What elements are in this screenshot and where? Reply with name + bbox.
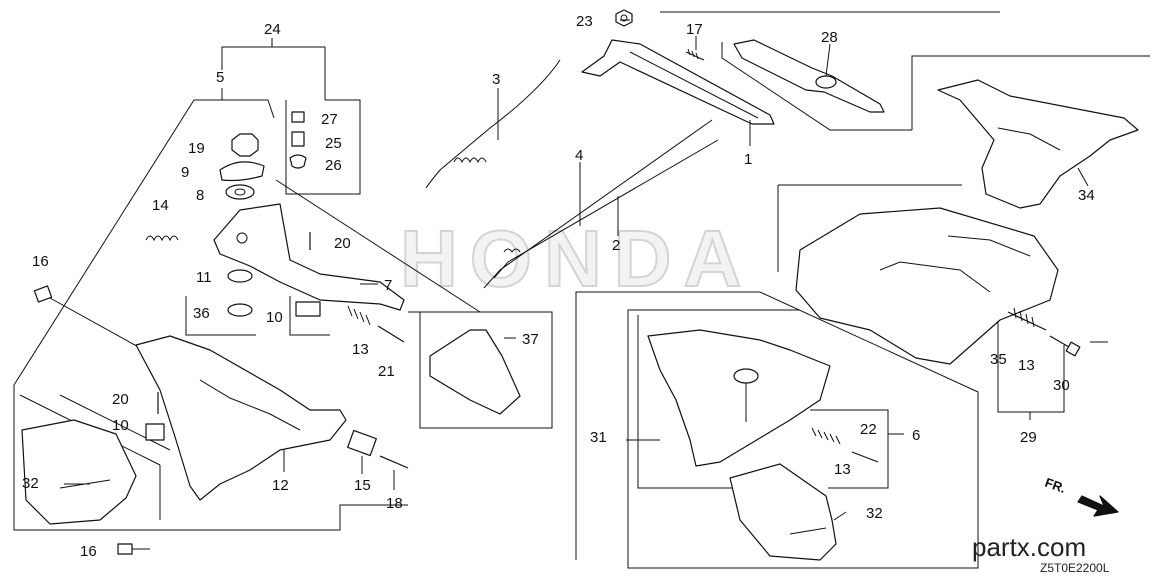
front-direction-indicator: FR. xyxy=(1043,475,1119,517)
callout-24: 24 xyxy=(264,21,281,38)
callout-5: 5 xyxy=(216,69,224,86)
site-watermark: partx.com xyxy=(972,532,1086,562)
callout-7: 7 xyxy=(384,277,392,294)
callout-34: 34 xyxy=(1078,187,1095,204)
callout-36: 36 xyxy=(193,305,210,322)
callout-13-left: 13 xyxy=(352,341,369,358)
callout-15: 15 xyxy=(354,477,371,494)
callout-17: 17 xyxy=(686,21,703,38)
callout-22: 22 xyxy=(860,421,877,438)
callout-30: 30 xyxy=(1053,377,1070,394)
callout-29: 29 xyxy=(1020,429,1037,446)
callout-13-right: 13 xyxy=(1018,357,1035,374)
callout-31: 31 xyxy=(590,429,607,446)
diagram-code: Z5T0E2200L xyxy=(1040,561,1110,575)
callout-3: 3 xyxy=(492,71,500,88)
callout-13-lower: 13 xyxy=(834,461,851,478)
callout-11: 11 xyxy=(196,269,212,286)
callout-19: 19 xyxy=(188,140,205,157)
callout-20-lower: 20 xyxy=(112,391,129,408)
callout-26: 26 xyxy=(325,157,342,174)
callout-2: 2 xyxy=(612,237,620,254)
callout-35: 35 xyxy=(990,351,1007,368)
brand-watermark: HONDA xyxy=(400,214,753,303)
callout-32-left: 32 xyxy=(22,475,39,492)
callout-10-lower: 10 xyxy=(112,417,129,434)
callout-16-upper: 16 xyxy=(32,253,49,270)
callout-14: 14 xyxy=(152,197,169,214)
callout-25: 25 xyxy=(325,135,342,152)
callout-23: 23 xyxy=(576,13,593,30)
callout-16-lower: 16 xyxy=(80,543,97,560)
callout-37: 37 xyxy=(522,331,539,348)
callout-10-upper: 10 xyxy=(266,309,283,326)
callout-18: 18 xyxy=(386,495,403,512)
front-arrow-icon xyxy=(1077,495,1119,517)
callout-12: 12 xyxy=(272,477,289,494)
callout-6: 6 xyxy=(912,427,920,444)
callout-9: 9 xyxy=(181,164,189,181)
callout-1: 1 xyxy=(744,151,752,168)
callout-28: 28 xyxy=(821,29,838,46)
callout-8: 8 xyxy=(196,187,204,204)
callout-labels: 23 17 28 24 5 3 1 4 2 27 25 26 19 9 8 14… xyxy=(22,13,1095,560)
callout-32-right: 32 xyxy=(866,505,883,522)
callout-4: 4 xyxy=(575,147,583,164)
parts-art xyxy=(21,9,1139,561)
callout-20-upper: 20 xyxy=(334,235,351,252)
callout-27: 27 xyxy=(321,111,338,128)
front-label: FR. xyxy=(1043,475,1068,496)
callout-21: 21 xyxy=(378,363,395,380)
